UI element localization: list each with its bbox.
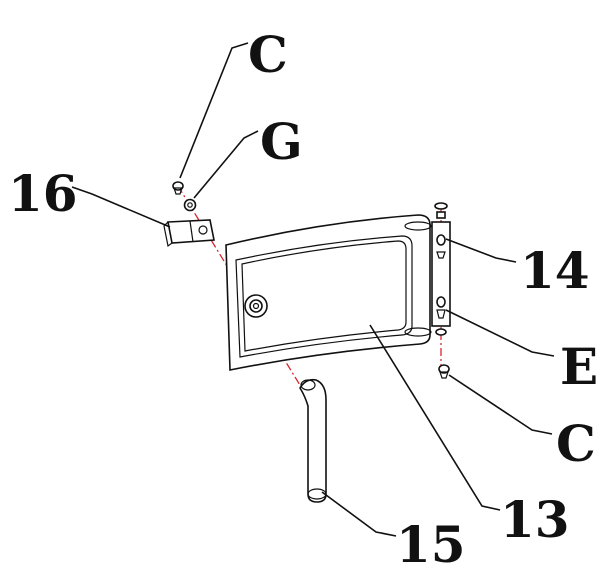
screw-top: [172, 181, 184, 195]
door-knob: [244, 294, 268, 318]
callout-c-right: C: [556, 414, 596, 473]
door-panel: [225, 214, 432, 371]
callout-e: E: [560, 337, 598, 396]
callout-14: 14: [520, 241, 590, 300]
callout-g: G: [260, 112, 303, 171]
callout-c-top: C: [248, 25, 288, 84]
washer: [183, 198, 197, 212]
handle-tube: [299, 378, 327, 503]
leader-g: [193, 130, 259, 199]
callout-13: 13: [500, 490, 570, 549]
leader-15: [321, 491, 397, 537]
leader-e: [445, 309, 555, 357]
hinge-bracket: [163, 219, 215, 248]
leader-c-top: [179, 42, 249, 179]
callout-16: 16: [8, 164, 78, 223]
leader-14: [445, 238, 517, 263]
leader-16: [71, 186, 171, 228]
screw-bottom: [435, 328, 450, 379]
leader-c-right: [448, 374, 553, 435]
leader-13: [369, 324, 501, 511]
pin-fitting: [436, 296, 446, 319]
callout-15: 15: [396, 515, 466, 571]
